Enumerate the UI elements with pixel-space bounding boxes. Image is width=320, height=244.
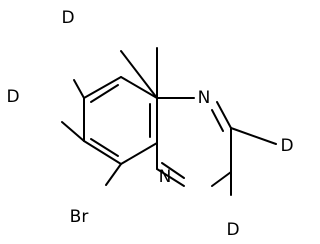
atom-label-n-bottom: N (159, 167, 172, 187)
bonds (61, 47, 277, 196)
atom-label-d-right: D (280, 136, 293, 156)
molecule-structure-diagram: D D Br N N D D (6, 8, 294, 240)
bond-c3-d (230, 127, 277, 145)
bond-c5-c4a-b (120, 76, 158, 99)
bond-n4-c3-inner (211, 109, 224, 132)
bond-c6-d (73, 79, 85, 99)
bond-c8a-c8 (120, 142, 158, 165)
atom-label-d-left: D (6, 87, 19, 107)
atom-label-br: Br (70, 207, 89, 227)
atom-labels: D D Br N N D D (6, 8, 293, 240)
bond-c6-c5-inner (90, 84, 119, 103)
bond-n1-c8a-inner (161, 162, 185, 179)
bond-c6-c5 (83, 76, 122, 99)
atom-label-d-top: D (61, 8, 74, 28)
bond-c8-c7 (83, 140, 122, 165)
atom-label-d-bottom: D (226, 220, 239, 240)
bond-c8-c7-inner (90, 138, 119, 157)
bond-c2-n1 (211, 171, 232, 187)
bond-c5-c4a (120, 50, 158, 99)
bond-n4-c3 (216, 101, 232, 129)
structure-canvas: D D Br N N D D (6, 8, 293, 240)
bond-c8-br (105, 163, 122, 186)
atom-label-n-top: N (198, 88, 211, 108)
bond-c7-d (61, 121, 85, 142)
bond-n1-c8a (156, 168, 185, 187)
